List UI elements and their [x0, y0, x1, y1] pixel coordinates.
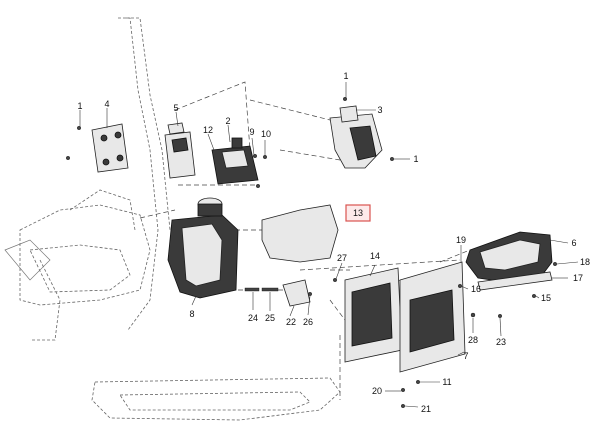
- fasteners: [65, 96, 558, 409]
- callout-16: 16: [471, 284, 481, 294]
- callout-19: 19: [456, 235, 466, 245]
- callout-1: 1: [413, 154, 418, 164]
- part-7-panel: [399, 261, 466, 373]
- callout-9: 9: [249, 127, 254, 137]
- callout-14: 14: [370, 251, 380, 261]
- part-13-shield: [261, 204, 339, 263]
- part-8-tank: [167, 197, 239, 299]
- callout-13[interactable]: 13: [353, 208, 363, 218]
- callout-8: 8: [189, 309, 194, 319]
- callout-25: 25: [265, 313, 275, 323]
- part-14-plate: [344, 267, 403, 363]
- callout-17: 17: [573, 273, 583, 283]
- callout-7: 7: [463, 351, 468, 361]
- callout-15: 15: [541, 293, 551, 303]
- callout-4: 4: [104, 99, 109, 109]
- part-4-plate: [91, 123, 129, 173]
- callout-5: 5: [173, 103, 178, 113]
- part-17-rail: [477, 271, 553, 291]
- callout-28: 28: [468, 335, 478, 345]
- callout-27: 27: [337, 253, 347, 263]
- assembly-guides: [139, 81, 471, 400]
- callout-6: 6: [571, 238, 576, 248]
- callout-21: 21: [421, 404, 431, 414]
- floor-panel-outline: [91, 377, 341, 421]
- callout-highlight-box: [345, 204, 371, 222]
- callout-23: 23: [496, 337, 506, 347]
- part-2-module: [211, 137, 259, 185]
- callout-1: 1: [77, 101, 82, 111]
- callout-20: 20: [372, 386, 382, 396]
- callout-11: 11: [442, 377, 451, 387]
- part-12-bracket: [164, 122, 196, 179]
- callout-12: 12: [203, 125, 213, 135]
- frame-outline: [4, 17, 171, 341]
- part-3-bracket: [329, 105, 383, 169]
- part-6-cover: [465, 231, 553, 283]
- callout-22: 22: [286, 317, 296, 327]
- callout-3: 3: [377, 105, 382, 115]
- part-22-bracket: [282, 279, 311, 307]
- callout-26: 26: [303, 317, 313, 327]
- callout-2: 2: [225, 116, 230, 126]
- leader-lines: [79, 82, 579, 408]
- callout-10: 10: [261, 129, 271, 139]
- callout-1: 1: [343, 71, 348, 81]
- callout-18: 18: [580, 257, 590, 267]
- callout-24: 24: [248, 313, 258, 323]
